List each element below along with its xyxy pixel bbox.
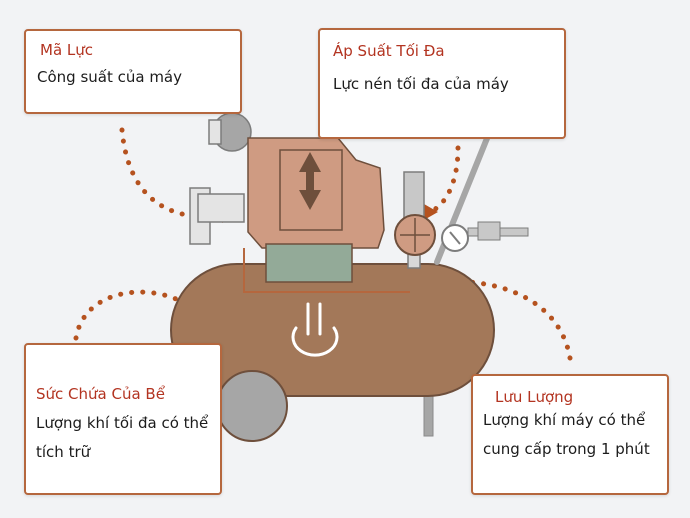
outlet-valve: [477, 221, 501, 241]
horsepower-desc: Công suất của máy: [37, 68, 183, 86]
small-gauge-needle: [449, 231, 461, 245]
flow-rate-card: Lưu Lượng Lượng khí máy có thể cung cấp …: [471, 374, 669, 495]
motor-base: [265, 243, 353, 283]
side-joint: [197, 193, 245, 223]
connector-tank: [73, 289, 205, 341]
horsepower-title: Mã Lực: [40, 41, 94, 59]
tank-capacity-card: Sức Chứa Của Bể Lượng khí tối đa có thể …: [24, 343, 222, 495]
max-pressure-card: Áp Suất Tối Đa Lực nén tối đa của máy: [318, 28, 566, 139]
discharge-pipe: [243, 276, 410, 293]
flow-rate-title: Lưu Lượng: [495, 388, 574, 406]
max-pressure-title: Áp Suất Tối Đa: [333, 42, 445, 60]
left-bracket: [208, 119, 222, 145]
power-icon: [291, 302, 339, 357]
flow-rate-desc: Lượng khí máy có thể cung cấp trong 1 ph…: [483, 411, 650, 458]
tank-capacity-title: Sức Chứa Của Bể: [36, 385, 165, 403]
tank-capacity-desc: Lượng khí tối đa có thể tích trữ: [36, 414, 209, 461]
motor-window: [279, 149, 343, 231]
connector-pressure: [427, 145, 461, 215]
up-down-arrow-icon: [299, 152, 321, 210]
pressure-gauge-icon: [394, 214, 436, 256]
horsepower-card: Mã Lực Công suất của máy: [24, 29, 242, 114]
max-pressure-desc: Lực nén tối đa của máy: [333, 75, 509, 93]
arrowhead-pressure: [424, 204, 438, 220]
wheel: [216, 370, 288, 442]
